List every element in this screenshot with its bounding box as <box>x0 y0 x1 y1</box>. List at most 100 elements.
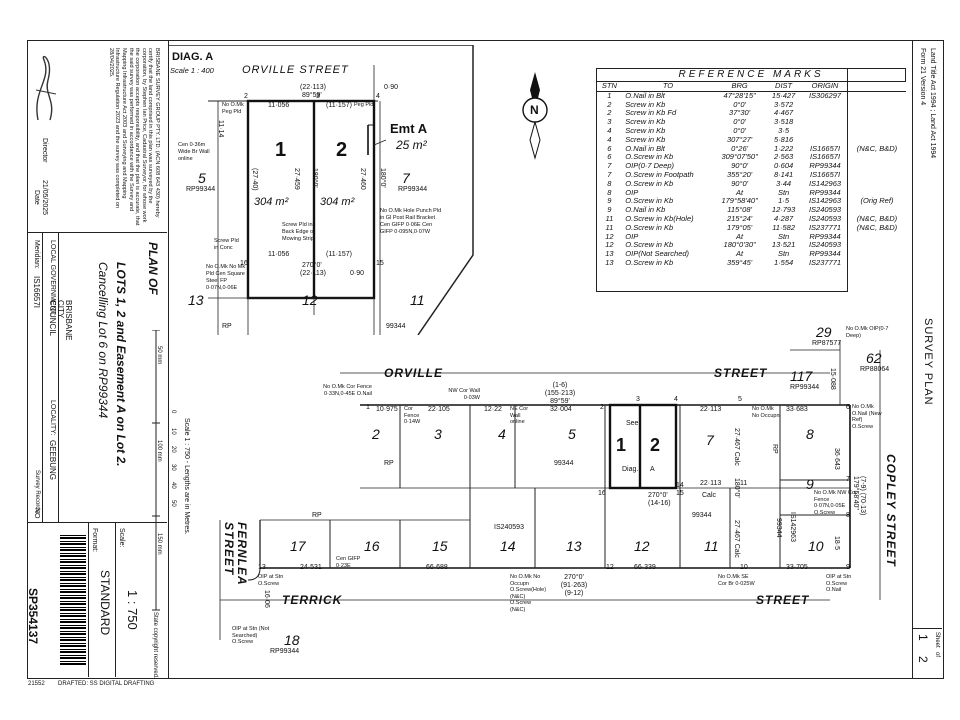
diag-side2: 180°0' <box>311 168 318 188</box>
main-diag: Diag. <box>622 466 639 473</box>
main-copley: COPLEY STREET <box>884 454 898 567</box>
ref-table-cell: 3 <box>607 117 612 127</box>
main-lot-18-rp: RP99344 <box>270 648 300 655</box>
ref-table-cell: O.Screw in Kb <box>625 196 674 206</box>
main-lot-13: 13 <box>566 538 582 554</box>
ref-table-cell: RP99344 <box>809 231 841 241</box>
main-terrick-street: STREET <box>756 593 810 607</box>
diag-side4: 180°0' <box>379 168 386 188</box>
diag-l1-bot: 11·056 <box>268 251 290 258</box>
ref-table-cell: 7 <box>607 169 612 179</box>
main-lot-10: 10 <box>808 538 824 554</box>
ref-table-cell: IS240593 <box>808 213 842 223</box>
main-top-dim-2: 12·22 <box>484 406 502 413</box>
meridian-divider <box>42 232 43 522</box>
main-orville: ORVILLE <box>384 366 444 380</box>
note-1: NW Cor Wall 0·03W <box>448 388 480 401</box>
stn-13: 13 <box>258 564 266 571</box>
ref-table-cell: 47°28'15" <box>723 90 756 100</box>
ref-table-cell: 3·518 <box>773 117 794 127</box>
scale-tick-50: 50 <box>170 500 176 507</box>
ref-table-cell: 2 <box>607 108 612 118</box>
diag-area1: 304 m² <box>254 196 289 208</box>
sheet-label: Sheet <box>934 632 940 648</box>
ref-table-cell: Stn <box>777 231 790 241</box>
diag-scale: Scale 1 : 400 <box>170 66 214 75</box>
ref-table-cell: Stn <box>777 249 790 259</box>
main-top-dim-3: 32·004 <box>550 406 572 413</box>
director-label: Director <box>41 138 48 163</box>
scale-mm-50: 50 mm <box>156 346 162 365</box>
stn-16: 16 <box>598 490 606 497</box>
ref-table-cell <box>848 180 905 189</box>
format-divider <box>88 522 89 677</box>
diag-screw-back: Screw Pld in Back Edge of Mowing Strip <box>282 222 315 242</box>
main-lot-16: 16 <box>364 538 380 554</box>
certificate-text: BRISBANE SURVEY GROUP PTY. LTD. (ACN 608… <box>107 48 160 226</box>
main-lot-11: 11 <box>704 538 719 554</box>
ref-table-cell: 1·5 <box>778 196 789 206</box>
note-7: No O.Mk NW Cor Fence 0·07N,0·05E O.Screw <box>814 490 857 516</box>
ref-table-cell: 7 <box>607 161 612 171</box>
ref-table-cell: 12 <box>605 231 614 241</box>
ref-table-cell: 15·427 <box>771 90 796 100</box>
ref-table-cell <box>848 241 905 250</box>
diag-pt16: 16 <box>240 260 248 267</box>
note-8: Cen GIFP 0·23E <box>336 556 361 569</box>
ref-table-cell: O.Nail in Blt <box>625 90 665 100</box>
diag-lot7: 7 <box>402 170 410 186</box>
diag-lot5: 5 <box>198 170 206 186</box>
director-signature <box>35 55 57 121</box>
date-label: Date <box>33 190 40 205</box>
main-top-dim-1: 22·105 <box>428 406 450 413</box>
stn-1: 1 <box>366 404 370 411</box>
scale-bar <box>152 330 160 611</box>
ref-table-cell: IS142963 <box>808 196 842 206</box>
ref-table-cell: 11·582 <box>772 222 795 232</box>
main-orville-street: STREET <box>714 366 768 380</box>
ref-table-cell: OIP <box>625 231 639 241</box>
scale-tick-0: 0 <box>170 410 176 414</box>
main-lot-15: 15 <box>432 538 448 554</box>
main-terrick: TERRICK <box>282 593 343 607</box>
diag-rp99344: 99344 <box>386 323 406 330</box>
diag-side1: 27·459 <box>293 168 300 190</box>
ref-table-cell: 11 <box>605 222 614 232</box>
ref-table-cell <box>848 153 905 162</box>
ref-table-cell: 179°58'40" <box>721 196 758 206</box>
main-side-dim-2: 180°0' <box>733 478 740 498</box>
scale-note: Scale 1 : 750 - Lengths are in Metres. <box>183 418 190 535</box>
diag-a-drawing <box>168 45 474 335</box>
cert-divider <box>27 232 167 233</box>
ref-table-cell: 90°0' <box>731 161 749 171</box>
ref-table-cell <box>848 91 905 100</box>
diag-hole-punch: No O.Mk Hole Punch Pld in Gl Post Rail B… <box>380 208 442 235</box>
ref-table-cell: 4 <box>607 134 612 144</box>
ref-table-cell: 0°0' <box>733 125 746 135</box>
main-rp99344-a: 99344 <box>554 460 574 467</box>
diag-lot1: 1 <box>275 139 287 161</box>
ref-table-cell <box>848 109 905 118</box>
ref-table-cell: Screw in Kb <box>625 99 666 109</box>
diag-len-1114: 11·14 <box>217 120 224 138</box>
ref-table-cell: IS16657I <box>810 169 841 179</box>
ref-table-cell <box>848 162 905 171</box>
ref-table-cell <box>848 233 905 242</box>
ref-table-cell: 12·793 <box>771 205 796 215</box>
bottom-divider <box>27 522 167 523</box>
ref-table-cell: 3·572 <box>773 99 794 109</box>
stn-11: 11 <box>740 480 748 487</box>
diag-street: ORVILLE STREET <box>242 64 349 76</box>
main-side-dim-5: 15·088 <box>829 368 836 390</box>
scale-format-divider <box>115 522 116 677</box>
ref-table-cell: (N&C, B&D) <box>856 213 898 223</box>
diag-rp: RP <box>222 323 232 330</box>
main-rp-a: RP <box>384 460 394 467</box>
main-lot-5: 5 <box>568 426 576 442</box>
